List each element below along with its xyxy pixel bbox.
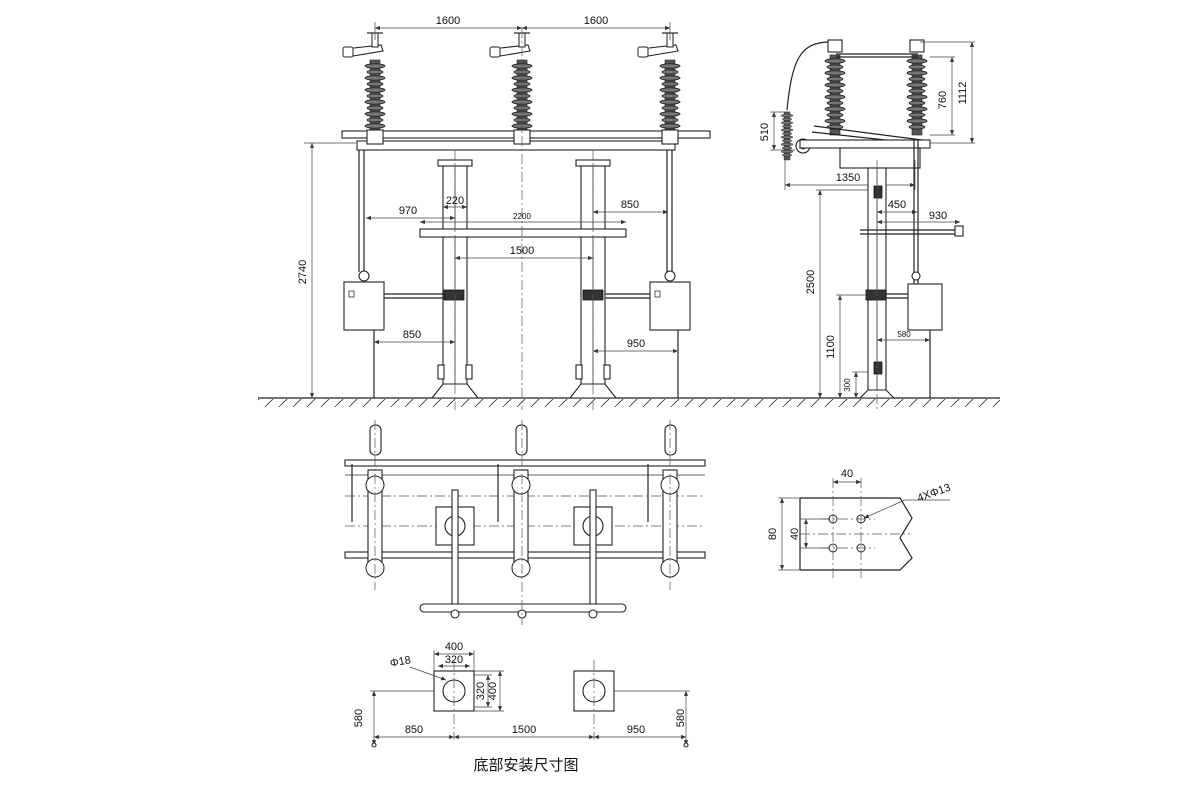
dim-320-vertical: 320: [475, 682, 487, 700]
dim-850-lower: 850: [403, 329, 421, 341]
arrester: [780, 111, 794, 161]
side-view: 1350 1112 760: [759, 39, 975, 410]
base-plan-caption: 底部安装尺寸图: [473, 756, 578, 774]
dim-2740: 2740: [297, 260, 309, 284]
side-insulator-right: [906, 39, 928, 136]
dim-970: 970: [399, 205, 417, 217]
dim-400-top: 400: [445, 641, 463, 653]
dim-950: 950: [627, 338, 645, 350]
insulator-left: [342, 32, 386, 141]
side-insulator-left: [824, 39, 846, 136]
mechanism-box-left: [343, 270, 385, 398]
dim-400-vertical: 400: [487, 682, 499, 700]
front-view: 1600 1600 2740 970 220 2200 850 1500 850…: [258, 15, 1000, 410]
plan-column-left: [435, 489, 475, 611]
dim-930: 930: [929, 210, 947, 222]
insulator-right: [637, 32, 681, 141]
dim-220: 220: [446, 195, 464, 207]
dim-320-top: 320: [445, 654, 463, 666]
dim-950-base: 950: [627, 724, 645, 736]
top-view: [344, 420, 706, 625]
ground-hatch: [258, 399, 1000, 407]
dim-510: 510: [759, 123, 771, 141]
dim-2500: 2500: [805, 270, 817, 294]
dim-40-left: 40: [789, 528, 801, 540]
dim-1500: 1500: [510, 245, 534, 257]
dim-1350: 1350: [836, 172, 860, 184]
dim-40-top: 40: [841, 468, 853, 480]
cable: [786, 41, 831, 111]
mechanism-box-right: [649, 270, 691, 398]
dim-850-upper: 850: [621, 199, 639, 211]
cross-bar: [419, 228, 627, 238]
dim-1112: 1112: [957, 82, 969, 105]
hole-note: 4XΦ13: [916, 482, 952, 505]
dim-2200: 2200: [513, 212, 531, 221]
dim-1600-right: 1600: [584, 15, 608, 27]
base-plan: 400 320 Φ18 320 400 580 580 850 1500 950: [353, 641, 690, 774]
dim-1600-left: 1600: [436, 15, 460, 27]
side-mechanism-box: [907, 283, 943, 331]
dim-phi18: Φ18: [389, 654, 412, 669]
dim-580-side: 580: [897, 330, 911, 339]
hole-detail: 40 80 40 4XΦ13: [767, 468, 952, 578]
plan-column-right: [573, 489, 613, 611]
dim-580-left: 580: [353, 709, 365, 727]
insulator-middle: [489, 32, 533, 141]
dim-760: 760: [937, 91, 949, 109]
dim-580-right: 580: [675, 709, 687, 727]
dim-1100: 1100: [825, 335, 837, 359]
dim-1500-base: 1500: [512, 724, 536, 736]
dim-80: 80: [767, 528, 779, 540]
dim-300: 300: [843, 378, 852, 392]
dim-450: 450: [888, 199, 906, 211]
dim-850-base: 850: [405, 724, 423, 736]
